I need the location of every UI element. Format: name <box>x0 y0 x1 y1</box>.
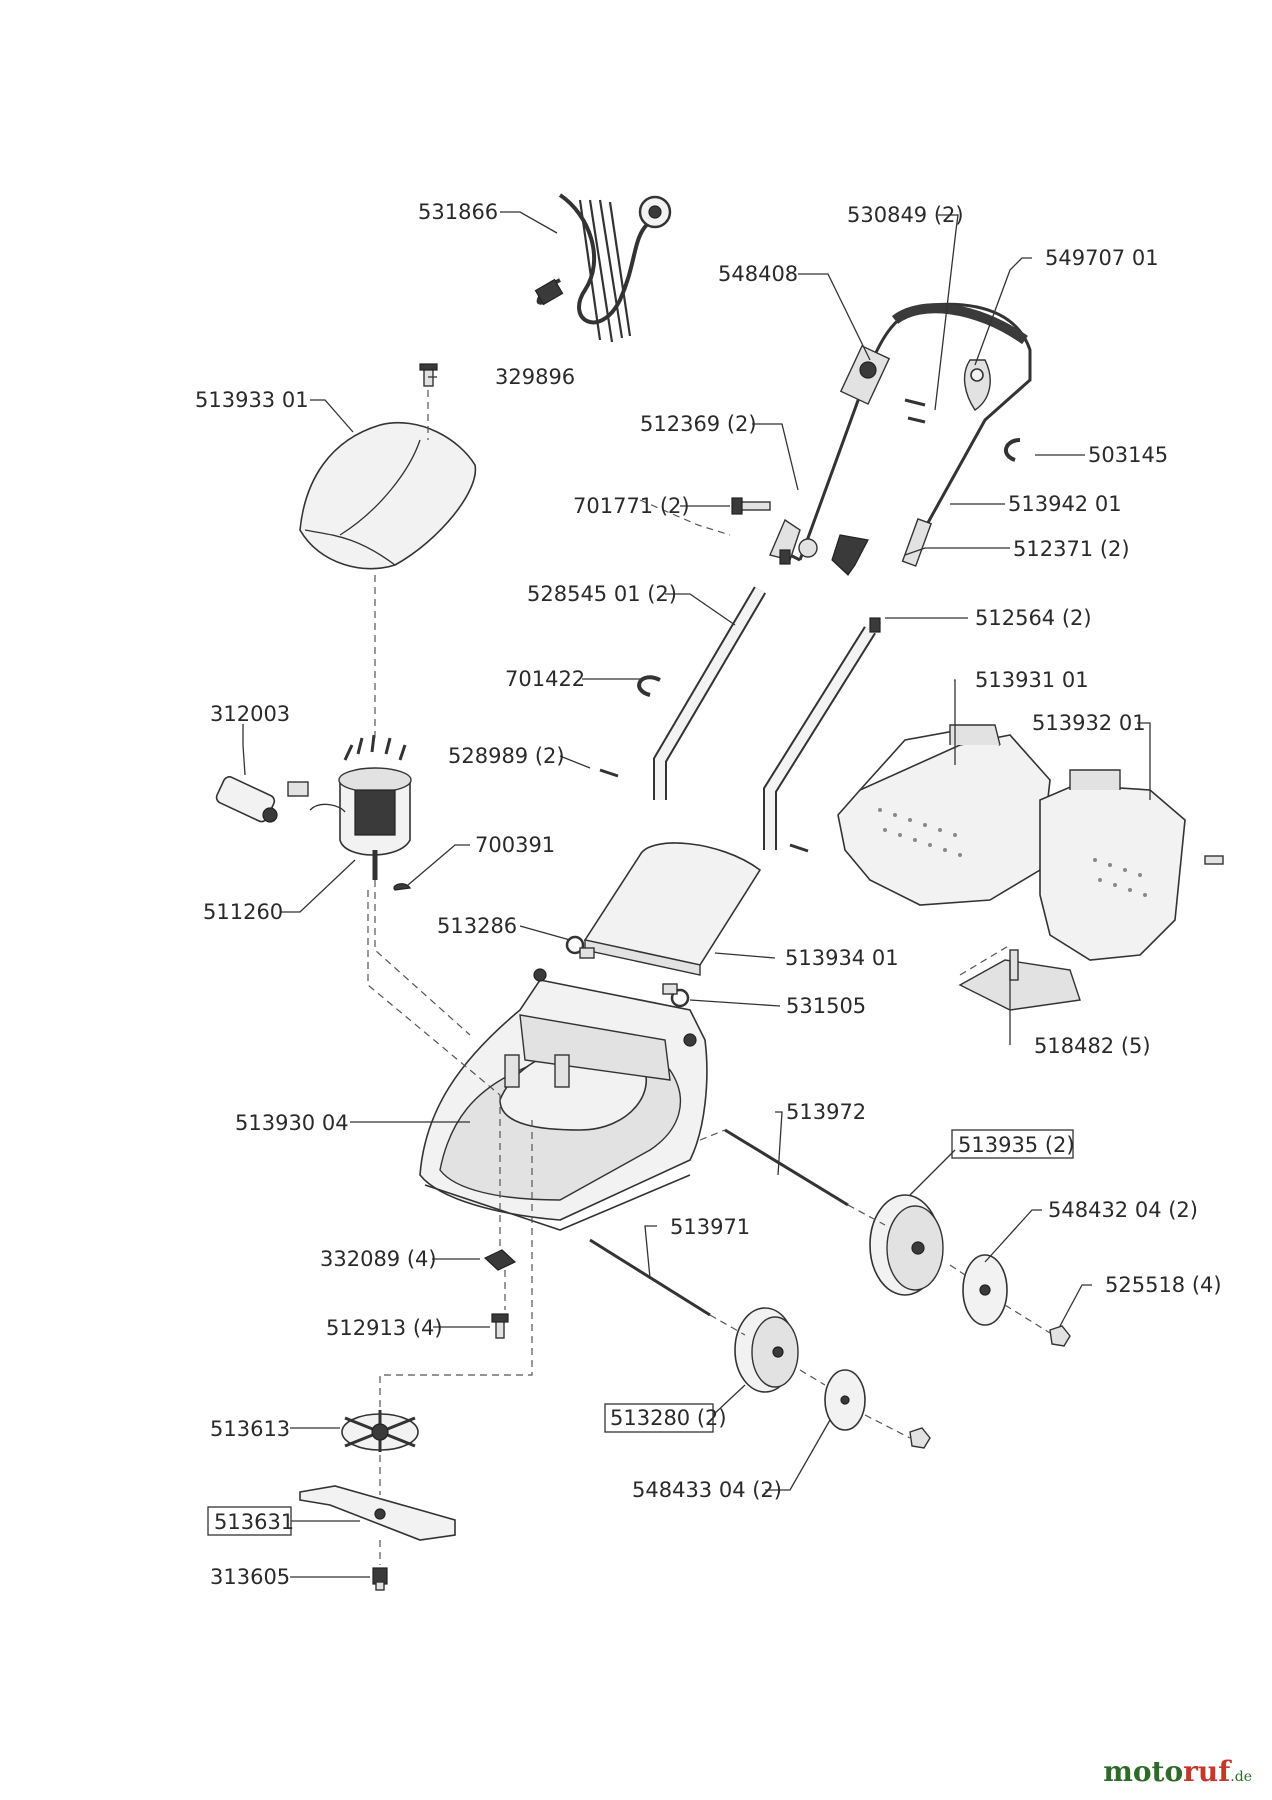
grass-catcher <box>837 724 1224 1011</box>
label-513286: 513286 <box>437 914 517 938</box>
wheel-513280 <box>734 1307 799 1393</box>
label-513971: 513971 <box>670 1215 750 1239</box>
label-511260: 511260 <box>203 900 283 924</box>
label-700391: 700391 <box>475 833 555 857</box>
label-513930: 513930 04 <box>235 1111 349 1135</box>
label-513934: 513934 01 <box>785 946 899 970</box>
nut-525518 <box>1049 1325 1071 1347</box>
label-503145: 503145 <box>1088 443 1168 467</box>
label-528989: 528989 (2) <box>448 744 565 768</box>
brand-part1: moto <box>1103 1755 1184 1788</box>
screw-329896 <box>419 363 438 387</box>
label-512371: 512371 (2) <box>1013 537 1130 561</box>
label-701422: 701422 <box>505 667 585 691</box>
box-513935 <box>951 1129 1074 1159</box>
deck-513930 <box>419 968 708 1231</box>
axle-513972 <box>724 1128 849 1207</box>
key-700391 <box>393 883 412 891</box>
label-513613: 513613 <box>210 1417 290 1441</box>
label-548433: 548433 04 (2) <box>632 1478 782 1502</box>
hubcap-548433 <box>824 1369 866 1431</box>
nut-front <box>909 1427 931 1449</box>
clip-701422 <box>637 675 661 697</box>
label-548408: 548408 <box>718 262 798 286</box>
leader-lines <box>242 211 1151 1578</box>
label-548432: 548432 04 (2) <box>1048 1198 1198 1222</box>
nut-plate-332089 <box>483 1249 517 1271</box>
box-513280 <box>604 1403 714 1433</box>
label-528545: 528545 01 (2) <box>527 582 677 606</box>
label-513972: 513972 <box>786 1100 866 1124</box>
label-513932: 513932 01 <box>1032 711 1146 735</box>
label-513280: 513280 (2) <box>610 1406 727 1430</box>
lower-handles-528545 <box>653 549 881 850</box>
brand-logo[interactable]: motoruf.de <box>1103 1755 1252 1788</box>
spring-513286 <box>565 935 595 959</box>
bag-cover-513933 <box>299 422 477 570</box>
spring-531505 <box>662 983 690 1008</box>
power-cable <box>534 193 672 343</box>
wheel-513935 <box>869 1194 944 1296</box>
label-329896: 329896 <box>495 365 575 389</box>
screw-528989 <box>599 768 619 778</box>
label-512913: 512913 (4) <box>326 1316 443 1340</box>
hubcap-548432 <box>962 1254 1008 1326</box>
flap-513934 <box>583 842 762 976</box>
motor-511260 <box>309 734 412 880</box>
label-513935: 513935 (2) <box>958 1133 1075 1157</box>
clip-503145 <box>1004 438 1021 462</box>
fan-513613 <box>341 1410 419 1452</box>
brand-part2: ruf <box>1183 1755 1231 1788</box>
label-512369: 512369 (2) <box>640 412 757 436</box>
label-512564: 512564 (2) <box>975 606 1092 630</box>
screw-528989b <box>789 843 809 853</box>
label-313605: 313605 <box>210 1565 290 1589</box>
label-332089: 332089 (4) <box>320 1247 437 1271</box>
blade-513631 <box>299 1485 456 1541</box>
label-513631: 513631 <box>214 1510 294 1534</box>
screw-512913 <box>491 1313 509 1339</box>
part-labels: 531866 530849 (2) 548408 549707 01 32989… <box>195 200 1222 1589</box>
capacitor-312003 <box>215 776 309 823</box>
assembly-lines <box>367 390 1051 1565</box>
label-525518: 525518 (4) <box>1105 1273 1222 1297</box>
label-701771: 701771 (2) <box>573 494 690 518</box>
label-518482: 518482 (5) <box>1034 1034 1151 1058</box>
knob-512371 <box>769 518 869 576</box>
label-531866: 531866 <box>418 200 498 224</box>
label-531505: 531505 <box>786 994 866 1018</box>
upper-handle <box>789 302 1032 567</box>
bolts-530849 <box>904 398 926 424</box>
label-530849: 530849 (2) <box>847 203 964 227</box>
brand-suffix: .de <box>1230 1769 1252 1785</box>
label-513933: 513933 01 <box>195 388 309 412</box>
bolt-313605 <box>372 1567 388 1591</box>
label-513942: 513942 01 <box>1008 492 1122 516</box>
label-312003: 312003 <box>210 702 290 726</box>
label-549707: 549707 01 <box>1045 246 1159 270</box>
label-513931: 513931 01 <box>975 668 1089 692</box>
screw-701771 <box>731 497 771 515</box>
